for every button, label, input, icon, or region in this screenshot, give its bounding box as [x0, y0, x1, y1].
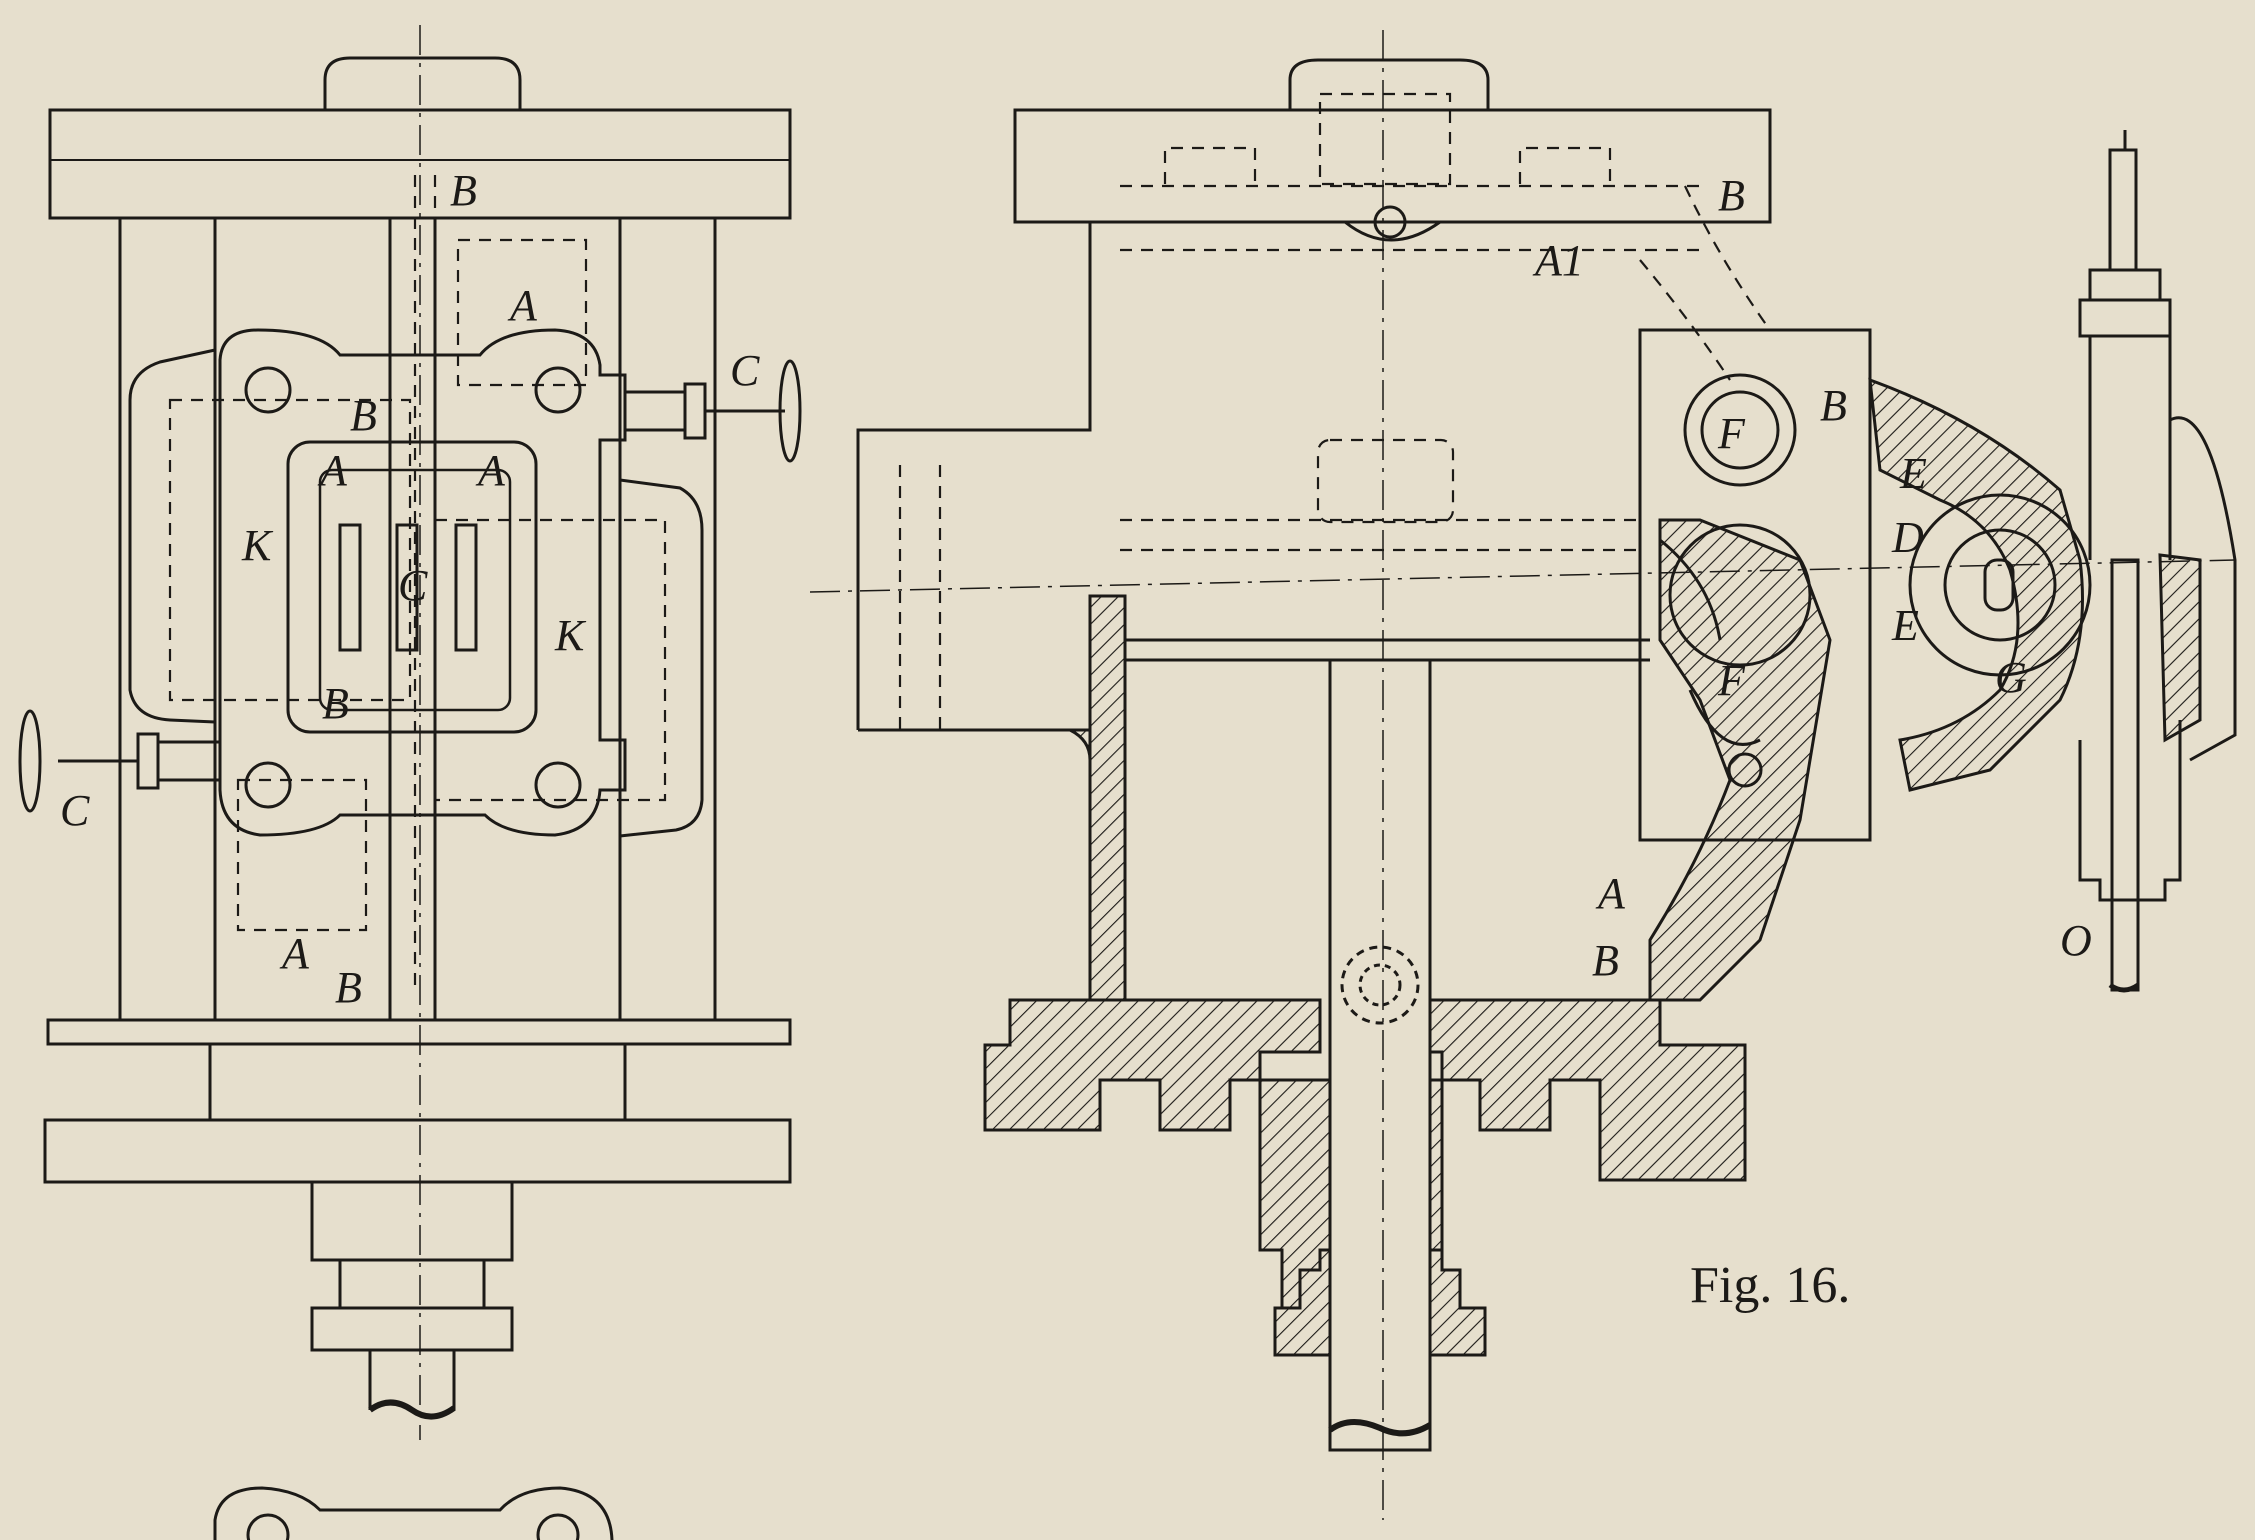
- right-view: [809, 30, 2237, 1520]
- left-top-boss: [323, 56, 522, 110]
- right-passage-hatch: [1648, 518, 1832, 1002]
- left-stop-valve-right: [623, 359, 802, 463]
- label-left-a-valve-right: A: [475, 446, 506, 495]
- label-left-a-upper: A: [507, 281, 538, 330]
- left-port-3: [454, 523, 478, 652]
- left-bolt-top-right: [534, 366, 582, 414]
- right-inlet-wall: [858, 728, 1114, 762]
- label-left-b-valve: B: [350, 391, 377, 440]
- right-left-wall: [1088, 594, 1127, 1002]
- left-labels: B A C B A A K C K B C A B: [60, 166, 760, 1012]
- right-piston-rod: [1328, 658, 1432, 1452]
- label-right-o: O: [2060, 916, 2092, 965]
- right-cylinder-body: [856, 222, 1092, 730]
- left-bolt-bottom-left: [244, 761, 292, 809]
- left-valve-chest: [286, 440, 538, 734]
- left-bolt-bottom-right: [534, 761, 582, 809]
- label-right-f-upper: F: [1717, 409, 1746, 458]
- label-right-a1: A1: [1532, 236, 1584, 285]
- left-port-1: [338, 523, 362, 652]
- right-valve-F-upper: [1683, 373, 1797, 487]
- left-lower-cover-fragment: [213, 1486, 614, 1540]
- right-labels: B A1 F B E D E F G A B O: [1532, 171, 2092, 985]
- right-top-boss: [1288, 58, 1490, 110]
- label-left-b-top: B: [450, 166, 477, 215]
- left-stop-valve-left: [18, 709, 222, 813]
- label-right-e-upper: E: [1899, 449, 1927, 498]
- left-base-plate: [46, 1018, 792, 1046]
- label-left-b-lower: B: [322, 679, 349, 728]
- label-right-a-lower: A: [1595, 869, 1626, 918]
- right-valve-housing: [1638, 328, 1872, 842]
- label-left-c-center: C: [398, 561, 428, 610]
- right-valve-spindle: [2078, 130, 2237, 993]
- label-right-b-lower: B: [1592, 936, 1619, 985]
- label-right-d: D: [1891, 513, 1924, 562]
- label-left-c-right: C: [730, 346, 760, 395]
- right-valve-hatch: [1868, 377, 2084, 792]
- label-left-a-bottom: A: [279, 929, 310, 978]
- label-right-e-lower: E: [1891, 601, 1919, 650]
- right-top-flange: [1013, 108, 1772, 224]
- label-left-b-bottom: B: [335, 963, 362, 1012]
- left-base-flange: [43, 1118, 792, 1184]
- right-valve-F-lower: [1668, 523, 1812, 667]
- left-top-flange: [48, 108, 792, 220]
- right-valve-D: [1908, 493, 2092, 677]
- left-port-2: [395, 523, 419, 652]
- label-left-k-left: K: [241, 521, 274, 570]
- label-right-b-top: B: [1718, 171, 1745, 220]
- left-valve-cover-plate: [218, 328, 627, 837]
- left-bolt-top-left: [244, 366, 292, 414]
- right-crosshead-pin: [1340, 945, 1420, 1025]
- figure-caption: Fig. 16.: [1690, 1257, 1850, 1314]
- left-view: [18, 25, 802, 1540]
- right-gland: [1273, 1248, 1332, 1357]
- label-right-b-mid: B: [1820, 381, 1847, 430]
- right-horizontal-axis: [809, 559, 2236, 593]
- label-right-g: G: [1995, 653, 2027, 702]
- label-right-f-lower: F: [1717, 656, 1746, 705]
- label-left-a-valve-left: A: [317, 446, 348, 495]
- label-left-k-right: K: [554, 611, 587, 660]
- label-left-c-left: C: [60, 786, 90, 835]
- left-side-housing: [128, 348, 216, 724]
